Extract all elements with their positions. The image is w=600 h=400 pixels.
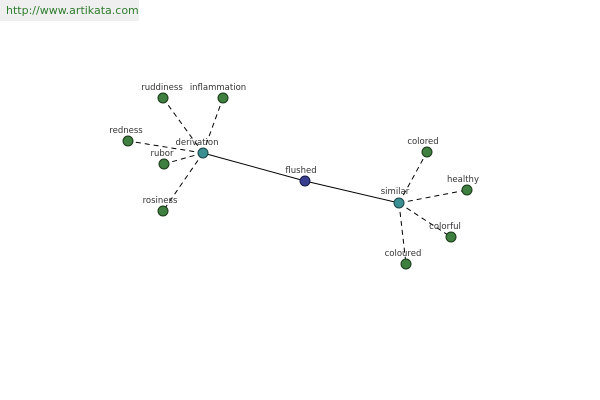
node-redness[interactable]	[122, 135, 134, 147]
edge-derivation-rubor	[163, 152, 204, 165]
edge-derivation-redness	[127, 140, 204, 154]
node-similar[interactable]	[393, 197, 405, 209]
edge-derivation-inflammation	[202, 97, 224, 154]
graph-nodes	[122, 92, 473, 270]
node-label-healthy[interactable]: healthy	[447, 175, 479, 185]
url-banner-text[interactable]: http://www.artikata.com	[6, 4, 139, 17]
node-healthy[interactable]	[461, 184, 473, 196]
url-banner[interactable]: http://www.artikata.com	[0, 0, 139, 21]
node-label-flushed[interactable]: flushed	[285, 166, 316, 176]
edge-flushed-similar	[304, 180, 400, 204]
node-label-colored[interactable]: colored	[407, 137, 438, 147]
edge-similar-colorful	[398, 202, 452, 238]
edge-derivation-ruddiness	[162, 97, 204, 154]
node-label-colorful[interactable]: colorful	[429, 222, 461, 232]
edge-similar-healthy	[398, 189, 468, 204]
node-inflammation[interactable]	[217, 92, 229, 104]
node-colored[interactable]	[421, 146, 433, 158]
graph-labels: flushed derivation similar ruddiness inflamm…	[109, 83, 479, 259]
graph-edges	[127, 97, 468, 265]
node-label-derivation[interactable]: derivation	[175, 138, 218, 148]
node-label-redness[interactable]: redness	[109, 126, 143, 136]
node-label-ruddiness[interactable]: ruddiness	[141, 83, 183, 93]
edge-flushed-derivation	[202, 152, 306, 182]
node-label-rosiness[interactable]: rosiness	[143, 196, 178, 206]
node-derivation[interactable]	[197, 147, 209, 159]
node-label-coloured[interactable]: coloured	[385, 249, 422, 259]
node-flushed[interactable]	[299, 175, 311, 187]
node-rubor[interactable]	[158, 158, 170, 170]
edge-similar-coloured	[398, 202, 407, 265]
node-rosiness[interactable]	[157, 205, 169, 217]
node-colorful[interactable]	[445, 231, 457, 243]
edge-similar-colored	[398, 151, 428, 204]
node-label-inflammation[interactable]: inflammation	[190, 83, 246, 93]
node-coloured[interactable]	[400, 258, 412, 270]
edge-derivation-rosiness	[162, 152, 204, 212]
node-ruddiness[interactable]	[157, 92, 169, 104]
node-label-rubor[interactable]: rubor	[151, 149, 174, 159]
node-label-similar[interactable]: similar	[381, 187, 410, 197]
